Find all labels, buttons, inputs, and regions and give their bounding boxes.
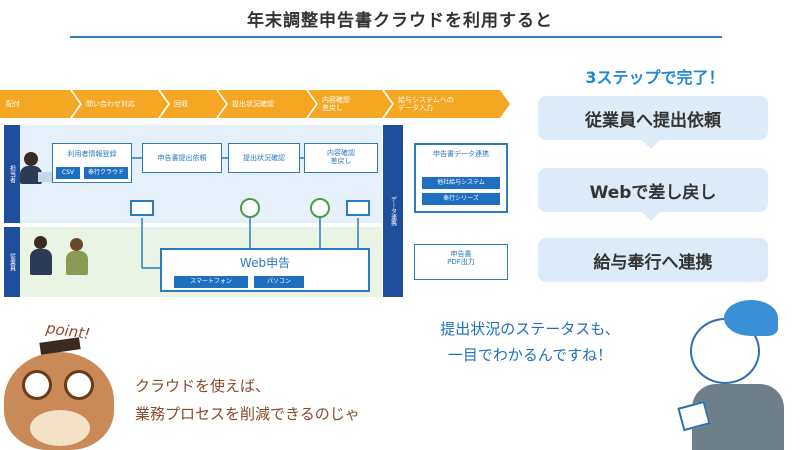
three-steps-heading: 3ステップで完了！ bbox=[585, 68, 725, 87]
step-card-link: 給与奉行へ連携 bbox=[538, 238, 768, 282]
csv-chip: CSV bbox=[56, 167, 80, 179]
owl-speech-line1: クラウドを使えば、 bbox=[135, 377, 271, 395]
content-check-box: 内容確認 差戻し bbox=[304, 143, 378, 173]
employee2-body-icon bbox=[66, 251, 88, 275]
employee-person-icon bbox=[34, 236, 47, 249]
user-registration-label: 利用者情報登録 bbox=[67, 150, 117, 158]
flow-step-distribute: 配付 bbox=[0, 90, 80, 118]
data-link-label: 申告書データ連携 bbox=[433, 150, 489, 158]
employee-body-icon bbox=[30, 249, 52, 275]
title-underline bbox=[70, 36, 722, 38]
bugyo-cloud-chip: 奉行クラウド bbox=[84, 167, 128, 179]
mail-icon bbox=[346, 200, 370, 216]
owl-speech: クラウドを使えば、 業務プロセスを削減できるのじゃ bbox=[135, 372, 495, 428]
flow-step-data-entry: 給与システムへの データ入力 bbox=[384, 90, 510, 118]
girl-hair-icon bbox=[724, 300, 778, 336]
cloud-sync-icon bbox=[310, 198, 330, 218]
owl-speech-line2: 業務プロセスを削減できるのじゃ bbox=[135, 405, 360, 423]
process-flow-bar: 配付 問い合わせ対応 回収 提出状況確認 内容確認 差戻し 給与システムへの デ… bbox=[0, 90, 510, 118]
pc-chip: パソコン bbox=[254, 276, 304, 288]
down-arrow-icon bbox=[642, 140, 660, 149]
step-card-return: Webで差し戻し bbox=[538, 168, 768, 212]
flow-step-check: 内容確認 差戻し bbox=[308, 90, 392, 118]
step-card-request: 従業員へ提出依頼 bbox=[538, 96, 768, 140]
employee2-person-icon bbox=[70, 238, 83, 251]
laptop-icon bbox=[38, 172, 52, 182]
owl-eye-left-icon bbox=[22, 370, 52, 400]
page-title: 年末調整申告書クラウドを利用すると bbox=[247, 11, 553, 31]
owl-eye-right-icon bbox=[64, 370, 94, 400]
flow-step-inquiry: 問い合わせ対応 bbox=[72, 90, 168, 118]
status-check-box: 提出状況確認 bbox=[228, 143, 300, 173]
mail-icon bbox=[130, 200, 154, 216]
admin-person-icon bbox=[24, 152, 38, 166]
data-link-bar: データ連携 bbox=[383, 125, 403, 297]
girl-speech-line2: 一目でわかるんですね！ bbox=[447, 346, 613, 364]
pdf-output-box: 申告書 PDF出力 bbox=[414, 244, 508, 280]
down-arrow-icon bbox=[642, 212, 660, 221]
girl-speech-line1: 提出状況のステータスも、 bbox=[440, 320, 620, 338]
cloud-sync-icon bbox=[240, 198, 260, 218]
girl-speech: 提出状況のステータスも、 一目でわかるんですね！ bbox=[380, 316, 680, 368]
owl-belly-icon bbox=[30, 410, 90, 446]
web-submission-label: Web申告 bbox=[239, 256, 291, 270]
lane-label-employee: 従業員 bbox=[4, 227, 20, 297]
flow-step-status: 提出状況確認 bbox=[218, 90, 316, 118]
submit-request-box: 申告書提出依頼 bbox=[142, 143, 222, 173]
smartphone-chip: スマートフォン bbox=[174, 276, 248, 288]
bugyo-series-chip: 奉行シリーズ bbox=[422, 193, 500, 205]
other-system-chip: 他社給与システム bbox=[422, 177, 500, 189]
lane-label-admin: 担当者 bbox=[4, 125, 20, 223]
admin-body-icon bbox=[20, 166, 42, 184]
flow-step-collect: 回収 bbox=[160, 90, 226, 118]
